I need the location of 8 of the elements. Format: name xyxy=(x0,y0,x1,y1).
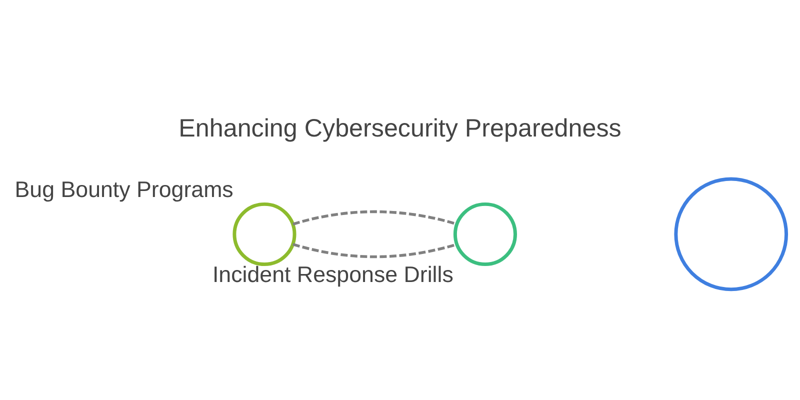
diagram-title: Enhancing Cybersecurity Preparedness xyxy=(178,114,622,142)
connector xyxy=(292,210,458,226)
node-circle xyxy=(453,202,517,266)
node-circle xyxy=(674,177,788,292)
connector xyxy=(292,243,458,258)
node-label: Incident Response Drills xyxy=(212,262,454,288)
node-label: Bug Bounty Programs xyxy=(14,176,234,202)
node-circle xyxy=(232,202,296,266)
